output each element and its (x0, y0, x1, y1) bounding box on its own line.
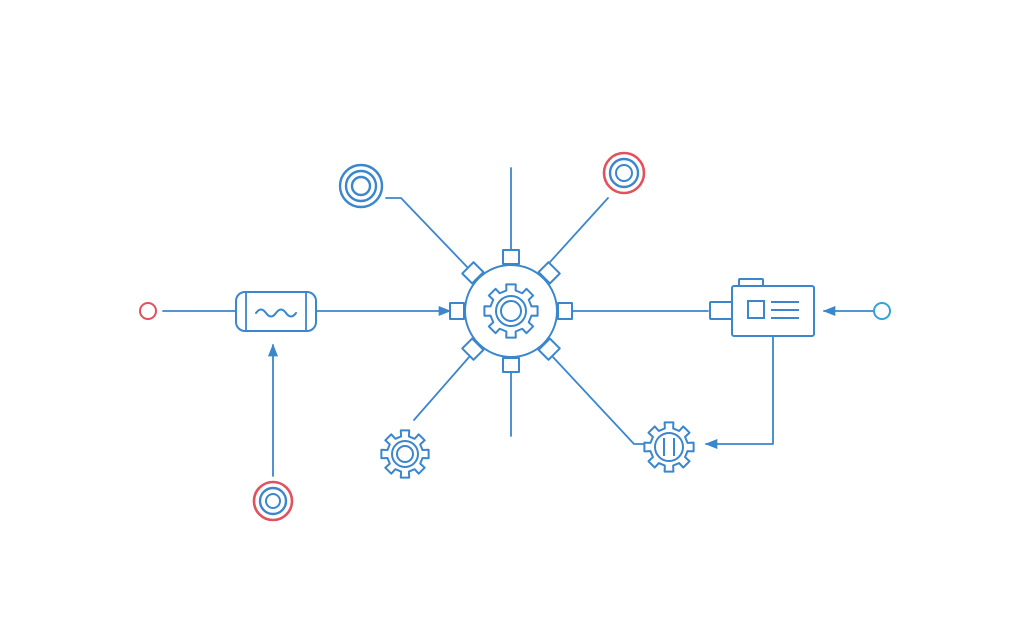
input-node-left-icon (139, 302, 157, 320)
connector-gear-to-bottom-left-gear (413, 355, 471, 421)
input-node-right-icon (873, 302, 891, 320)
bottom-left-gear-icon (380, 429, 430, 479)
connector-device-to-bottom-right-gear (704, 335, 774, 450)
top-left-target-icon (338, 163, 384, 209)
filter-block (235, 291, 317, 332)
bottom-right-gear-icon (643, 421, 695, 473)
connector-gear-to-bottom-right-gear (551, 355, 648, 445)
central-gear-icon (449, 249, 573, 373)
connector-top-right-target-to-gear (549, 197, 609, 263)
bottom-target-icon (252, 480, 294, 522)
connector-top-left-target-to-gear (385, 197, 471, 271)
output-device-icon (709, 278, 815, 337)
top-right-target-icon (602, 151, 646, 195)
wave-signal-icon (255, 308, 297, 318)
